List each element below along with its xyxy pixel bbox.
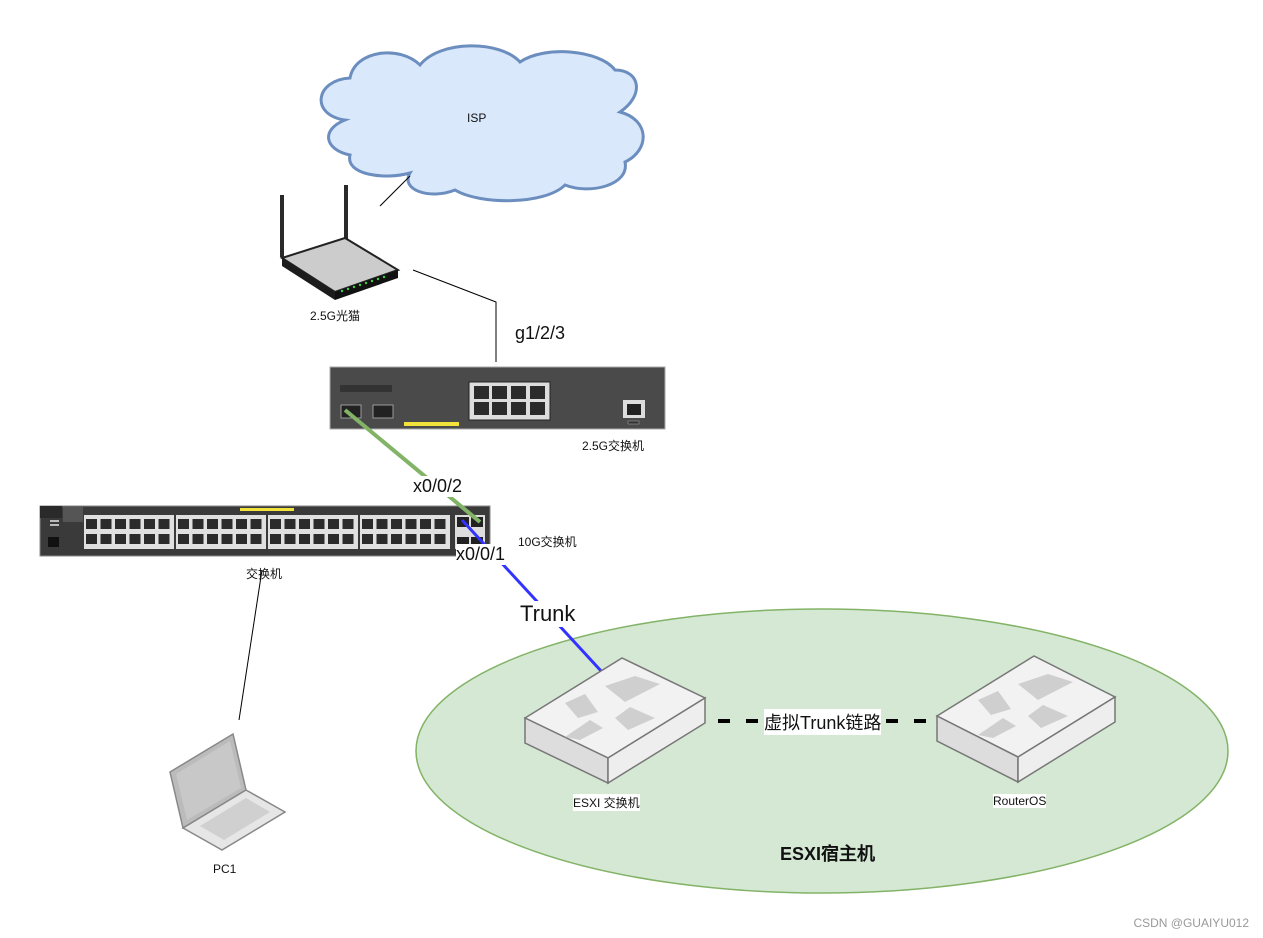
switch-icon [329,366,666,430]
ethernet-port [434,519,446,529]
ethernet-port [192,534,204,544]
ethernet-port [115,534,126,544]
ethernet-port [250,519,262,529]
virtual-trunk-label: 虚拟Trunk链路 [764,709,882,735]
link-modem-switch25 [412,269,497,362]
ethernet-port [420,519,431,529]
switch-10g-label: 10G交换机 [518,535,577,549]
ethernet-port [236,534,247,544]
router-icon [523,657,707,785]
ethernet-port [270,519,281,529]
ethernet-port [313,519,325,529]
routeros-label: RouterOS [993,794,1047,808]
ethernet-port [115,519,126,529]
ethernet-port [192,519,204,529]
ethernet-port [100,534,112,544]
ethernet-port [299,519,310,529]
ethernet-port [420,534,431,544]
ethernet-port [221,519,233,529]
ethernet-port [144,519,155,529]
ethernet-port [129,534,141,544]
ethernet-port [284,519,296,529]
isp-label: ISP [467,111,487,125]
ethernet-port [86,534,97,544]
ethernet-port [405,534,417,544]
ethernet-port [86,519,97,529]
ethernet-port [178,519,189,529]
ethernet-port [178,534,189,544]
switch-main-label: 交换机 [246,567,283,581]
ethernet-port [328,519,339,529]
esxi-host-label: ESXI宿主机 [780,844,876,864]
ethernet-port [250,534,262,544]
ethernet-port [236,519,247,529]
ethernet-port [144,534,155,544]
ethernet-port [376,519,388,529]
rack-switch-icon [39,505,491,557]
watermark: CSDN @GUAIYU012 [1133,916,1249,930]
pc-label: PC1 [213,862,237,876]
ethernet-port [299,534,310,544]
ethernet-port [129,519,141,529]
link-green-x002 [343,408,482,524]
link-isp-modem [379,175,411,207]
ethernet-port [270,534,281,544]
ethernet-port [100,519,112,529]
ethernet-port [342,519,354,529]
ethernet-port [221,534,233,544]
ethernet-port [158,534,170,544]
switch-25g-label: 2.5G交换机 [582,439,645,453]
ethernet-port [342,534,354,544]
ethernet-port [391,519,402,529]
ethernet-port [362,519,373,529]
trunk-label: Trunk [520,601,576,627]
port-label-x001: x0/0/1 [456,544,506,565]
cloud-icon [319,44,645,203]
ethernet-port [158,519,170,529]
ethernet-port [313,534,325,544]
ethernet-port [434,534,446,544]
wireless-router-icon [279,185,401,300]
ethernet-port [405,519,417,529]
ethernet-port [207,534,218,544]
port-label-g123: g1/2/3 [515,323,566,343]
link-switch-pc [238,569,263,721]
ethernet-port [362,534,373,544]
ethernet-port [284,534,296,544]
esxi-switch-label: ESXI 交换机 [573,794,640,811]
port-label-x002: x0/0/2 [413,476,463,497]
ethernet-port [376,534,388,544]
router-icon [935,655,1117,784]
ethernet-port [207,519,218,529]
modem-label: 2.5G光猫 [310,309,361,323]
laptop-icon [169,732,287,851]
ethernet-port [328,534,339,544]
ethernet-port [391,534,402,544]
